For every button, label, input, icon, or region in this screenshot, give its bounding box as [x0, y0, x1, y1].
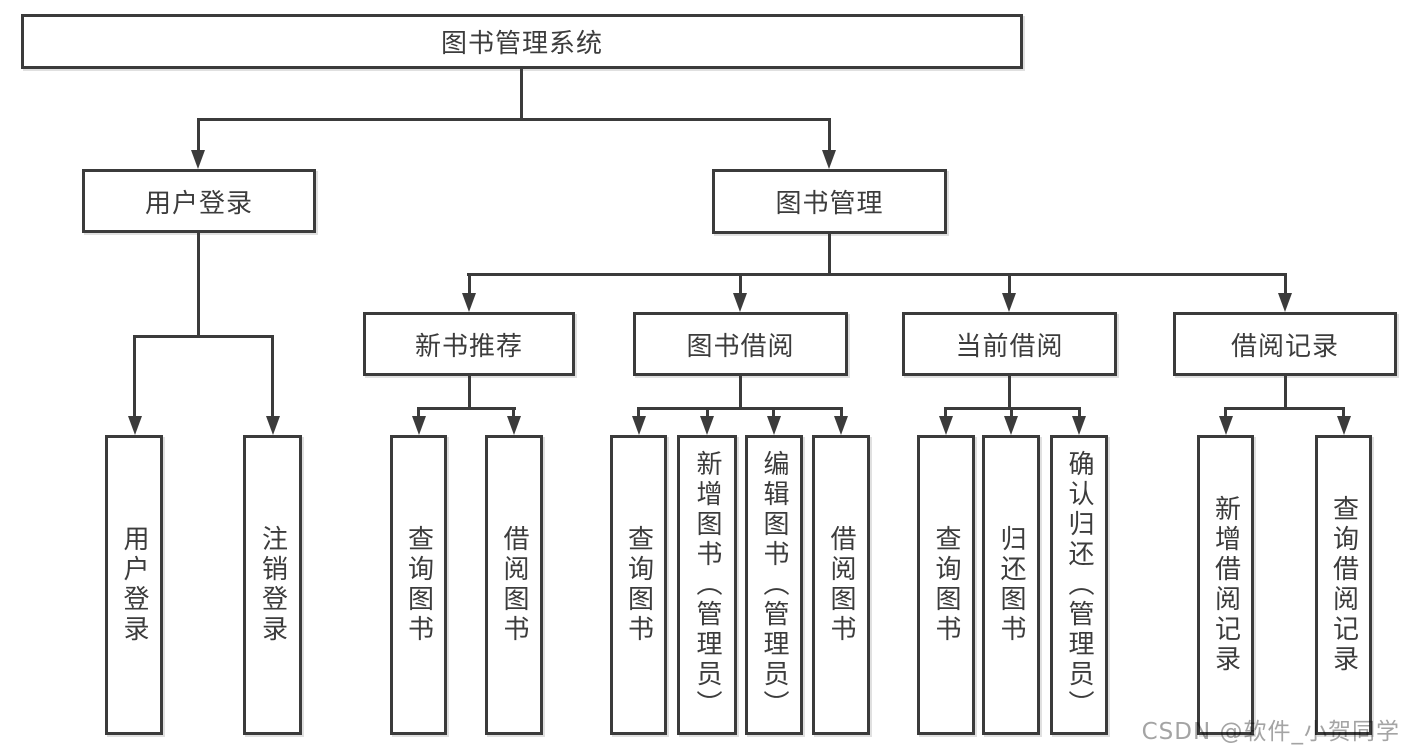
node-label: 新书推荐 — [414, 331, 523, 362]
node-user-login: 用户登录 — [82, 169, 316, 233]
node-book-management: 图书管理 — [712, 169, 947, 234]
connector — [1224, 407, 1345, 410]
node-label: 编辑图书（管理员） — [759, 450, 789, 720]
node-confirm-return-admin: 确认归还（管理员） — [1050, 435, 1108, 735]
arrow-down-icon — [1004, 416, 1018, 435]
node-current-borrowing: 当前借阅 — [902, 312, 1117, 376]
node-add-borrow-record: 新增借阅记录 — [1197, 435, 1254, 735]
arrow-down-icon — [462, 293, 476, 312]
node-label: 新增借阅记录 — [1210, 495, 1241, 675]
node-label: 用户登录 — [119, 525, 149, 645]
node-return-books: 归还图书 — [982, 435, 1040, 735]
connector — [133, 335, 136, 417]
node-label: 借阅记录 — [1230, 331, 1339, 362]
connector — [739, 273, 742, 295]
connector — [1078, 407, 1081, 418]
connector — [468, 376, 471, 407]
node-label: 查询图书 — [403, 525, 434, 645]
arrow-down-icon — [1072, 416, 1086, 435]
node-query-books-recommend: 查询图书 — [390, 435, 447, 735]
connector — [706, 407, 709, 418]
node-query-borrow-record: 查询借阅记录 — [1315, 435, 1372, 735]
arrow-down-icon — [507, 416, 521, 435]
node-edit-books-admin: 编辑图书（管理员） — [745, 435, 803, 735]
connector — [828, 118, 831, 152]
connector — [197, 233, 200, 335]
node-label: 当前借阅 — [955, 331, 1064, 362]
connector — [1008, 376, 1011, 407]
node-label: 新增图书（管理员） — [692, 450, 722, 720]
arrow-down-icon — [733, 293, 747, 312]
arrow-down-icon — [266, 416, 280, 435]
connector — [133, 335, 274, 338]
node-label: 用户登录 — [144, 188, 253, 219]
connector — [840, 407, 843, 418]
node-book-borrowing: 图书借阅 — [633, 312, 848, 376]
arrow-down-icon — [1337, 416, 1351, 435]
node-query-books-current: 查询图书 — [917, 435, 975, 735]
node-label: 借阅图书 — [499, 525, 529, 645]
node-borrowing-records: 借阅记录 — [1173, 312, 1397, 376]
arrow-down-icon — [412, 416, 426, 435]
connector — [197, 118, 831, 121]
arrow-down-icon — [1278, 293, 1292, 312]
node-query-books-borrow: 查询图书 — [610, 435, 667, 735]
connector — [1008, 273, 1011, 295]
node-label: 借阅图书 — [826, 525, 856, 645]
connector — [520, 69, 523, 118]
node-borrow-books-recommend: 借阅图书 — [485, 435, 543, 735]
arrow-down-icon — [1219, 416, 1233, 435]
connector — [1010, 407, 1013, 418]
connector — [1342, 407, 1345, 418]
node-label: 图书借阅 — [686, 331, 795, 362]
connector — [417, 407, 516, 410]
node-label: 确认归还（管理员） — [1064, 450, 1094, 720]
connector — [944, 407, 947, 418]
arrow-down-icon — [191, 150, 205, 169]
arrow-down-icon — [700, 416, 714, 435]
arrow-down-icon — [822, 150, 836, 169]
node-label: 图书管理系统 — [440, 29, 603, 59]
node-label: 图书管理 — [775, 189, 884, 219]
arrow-down-icon — [767, 416, 781, 435]
node-label: 查询图书 — [931, 525, 961, 645]
arrow-down-icon — [1002, 293, 1016, 312]
arrow-down-icon — [632, 416, 646, 435]
connector — [739, 376, 742, 407]
connector — [197, 118, 200, 152]
node-label: 查询图书 — [623, 525, 654, 645]
connector — [271, 335, 274, 417]
connector — [637, 407, 640, 418]
connector — [637, 407, 843, 410]
node-label: 查询借阅记录 — [1328, 495, 1359, 675]
connector — [772, 407, 775, 418]
node-library-system: 图书管理系统 — [21, 14, 1023, 69]
connector — [468, 273, 471, 295]
arrow-down-icon — [834, 416, 848, 435]
node-borrow-books: 借阅图书 — [812, 435, 870, 735]
node-user-login-leaf: 用户登录 — [105, 435, 163, 735]
connector — [467, 273, 1287, 276]
watermark: CSDN @软件_小贺同学 — [1141, 719, 1400, 745]
node-add-books-admin: 新增图书（管理员） — [677, 435, 737, 735]
connector — [1224, 407, 1227, 418]
arrow-down-icon — [128, 416, 142, 435]
connector — [828, 234, 831, 273]
connector — [1284, 273, 1287, 295]
connector — [512, 407, 515, 418]
arrow-down-icon — [939, 416, 953, 435]
node-new-book-recommend: 新书推荐 — [363, 312, 575, 376]
node-logout: 注销登录 — [243, 435, 302, 735]
node-label: 注销登录 — [257, 525, 288, 645]
connector — [1284, 376, 1287, 407]
connector — [417, 407, 420, 418]
node-label: 归还图书 — [996, 525, 1026, 645]
